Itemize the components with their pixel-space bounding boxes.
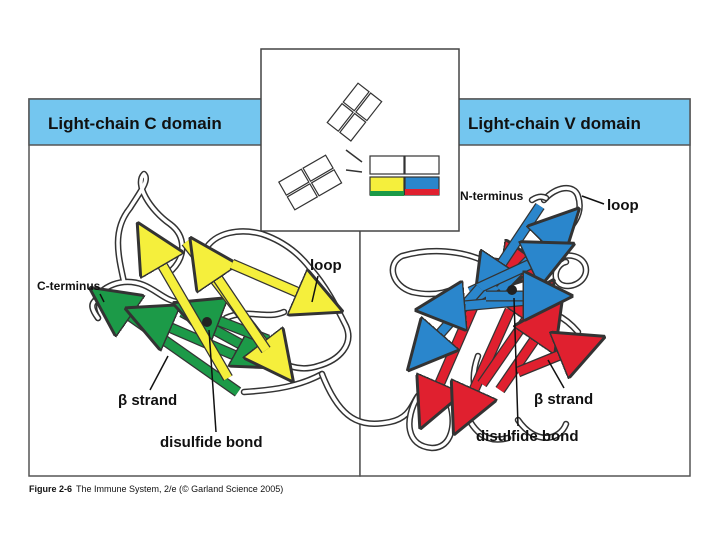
inset-v-domain-red	[405, 189, 439, 195]
disulfide-right-label: disulfide bond	[476, 428, 579, 445]
inset-lower-arm	[278, 154, 343, 211]
c-terminus-label: C-terminus	[37, 279, 101, 293]
disulfide-left-leader	[208, 329, 217, 433]
loop-right-label: loop	[607, 197, 639, 214]
loop-right-leader	[581, 195, 605, 205]
beta-strand-right-leader	[547, 359, 565, 389]
left-header-title: Light-chain C domain	[48, 114, 222, 133]
caption-text: The Immune System, 2/e (© Garland Scienc…	[76, 484, 283, 494]
inset-hinge	[345, 149, 363, 173]
v-disulfide-bond	[507, 285, 517, 295]
loop-left-label: loop	[310, 257, 342, 274]
v-domain-structure	[389, 185, 586, 452]
n-terminus-label: N-terminus	[460, 189, 524, 203]
c-domain-structure	[92, 170, 352, 397]
c-terminus-leader	[99, 293, 105, 303]
beta-strand-left-leader	[149, 355, 169, 391]
right-header-title: Light-chain V domain	[468, 114, 641, 133]
antibody-inset	[260, 48, 460, 232]
inset-c-domain-green	[370, 191, 404, 196]
loop-left-leader	[311, 275, 319, 303]
disulfide-left-label: disulfide bond	[160, 434, 263, 451]
c-disulfide-bond	[202, 317, 212, 327]
disulfide-right-leader	[513, 297, 519, 427]
caption-figure-number: Figure 2-6	[29, 484, 72, 494]
inset-box-upper-2	[404, 155, 440, 175]
inset-box-upper-1	[369, 155, 405, 175]
inset-upper-arm	[326, 82, 383, 142]
figure-caption: Figure 2-6 The Immune System, 2/e (© Garl…	[29, 484, 283, 494]
beta-strand-right-label: β strand	[534, 391, 593, 408]
beta-strand-left-label: β strand	[118, 392, 177, 409]
